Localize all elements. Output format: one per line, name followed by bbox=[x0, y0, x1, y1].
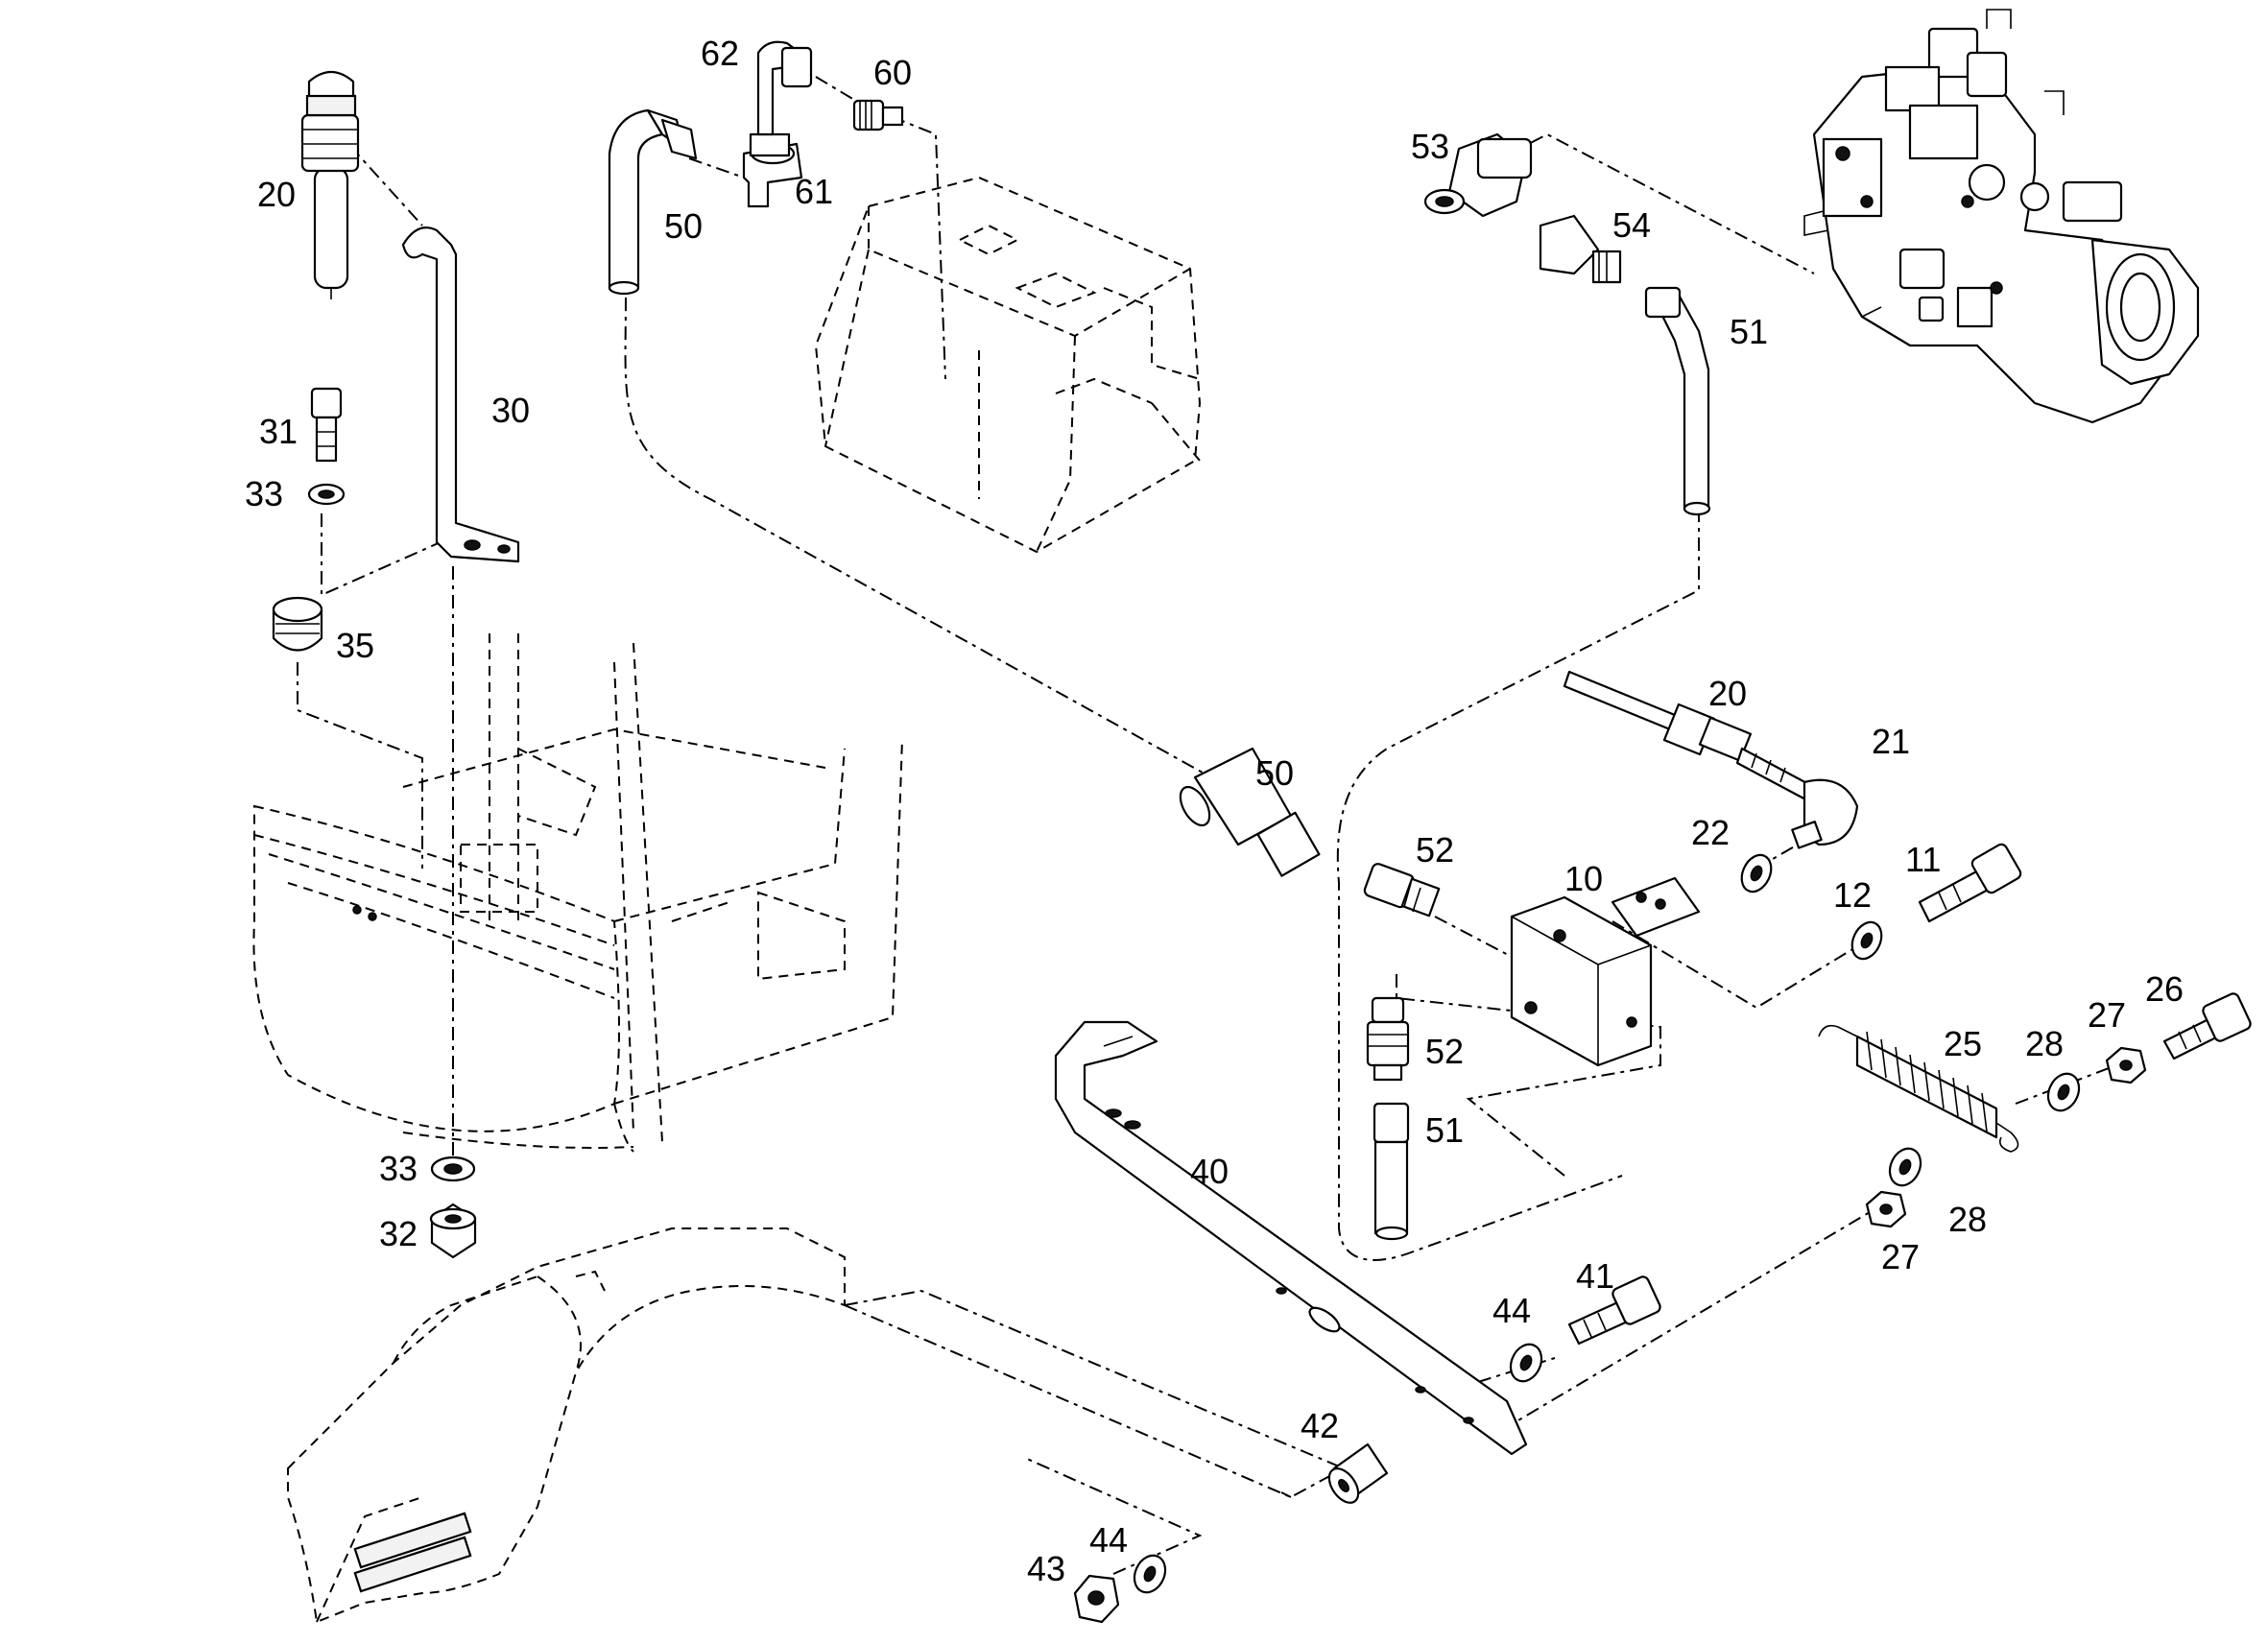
bolt-31 bbox=[310, 387, 343, 463]
callout-43: 43 bbox=[1027, 1549, 1065, 1588]
tee-fitting-61 bbox=[742, 132, 803, 208]
elbow-62 bbox=[756, 40, 813, 136]
nut-27-right bbox=[2105, 1046, 2147, 1084]
washer-44-bottom bbox=[1133, 1554, 1167, 1594]
callout-53: 53 bbox=[1411, 127, 1449, 166]
bolt-26 bbox=[2162, 992, 2252, 1060]
callout-20-top: 20 bbox=[257, 175, 296, 214]
adapter-60 bbox=[852, 99, 904, 131]
hydraulic-tank bbox=[814, 176, 1202, 554]
callout-42: 42 bbox=[1301, 1406, 1339, 1445]
callout-40: 40 bbox=[1190, 1152, 1229, 1191]
callout-52-lower: 52 bbox=[1425, 1032, 1464, 1071]
callout-61: 61 bbox=[795, 172, 833, 211]
callout-51-lower: 51 bbox=[1425, 1110, 1464, 1150]
callout-50-top: 50 bbox=[664, 206, 703, 246]
bolt-41 bbox=[1567, 1275, 1661, 1346]
hose-51-lower bbox=[1373, 1102, 1410, 1241]
nut-32 bbox=[429, 1203, 477, 1259]
bushing-35 bbox=[272, 596, 323, 652]
callout-44-bottom: 44 bbox=[1089, 1520, 1128, 1560]
sleeve-42 bbox=[1327, 1442, 1389, 1504]
callout-50-center: 50 bbox=[1255, 753, 1294, 793]
callout-62: 62 bbox=[701, 34, 739, 73]
callout-labels: 20 30 31 33 35 33 32 62 60 61 50 53 54 5… bbox=[245, 34, 2184, 1588]
callout-33-bottom: 33 bbox=[379, 1149, 418, 1188]
callout-44-right: 44 bbox=[1492, 1291, 1531, 1330]
pump-assembly bbox=[1803, 9, 2200, 424]
callout-35: 35 bbox=[336, 626, 374, 665]
hose-51-upper bbox=[1644, 286, 1711, 516]
washer-44-right bbox=[1509, 1343, 1543, 1383]
callout-27-left: 27 bbox=[1881, 1237, 1920, 1276]
callout-30: 30 bbox=[491, 391, 530, 430]
callout-20-center: 20 bbox=[1708, 674, 1747, 713]
washer-28-left bbox=[1888, 1147, 1922, 1187]
callout-54: 54 bbox=[1612, 205, 1651, 245]
lever-40 bbox=[1054, 1020, 1528, 1456]
callout-41: 41 bbox=[1576, 1256, 1614, 1296]
callout-11: 11 bbox=[1905, 840, 1941, 879]
callout-32: 32 bbox=[379, 1214, 418, 1253]
hose-50-top bbox=[608, 108, 698, 296]
washer-12 bbox=[1850, 920, 1883, 961]
washer-33-top bbox=[307, 483, 346, 506]
spring-25 bbox=[1818, 1024, 2019, 1153]
adapter-52-lower bbox=[1366, 996, 1410, 1082]
callout-33-top: 33 bbox=[245, 474, 283, 513]
sensor-20-top-left bbox=[300, 70, 360, 299]
callout-31: 31 bbox=[259, 412, 298, 451]
callout-51-top: 51 bbox=[1730, 312, 1768, 351]
washer-28-right bbox=[2046, 1072, 2081, 1112]
nut-43 bbox=[1073, 1574, 1120, 1624]
callout-22: 22 bbox=[1691, 813, 1730, 852]
callout-21: 21 bbox=[1872, 722, 1910, 761]
callout-27-right: 27 bbox=[2088, 995, 2126, 1035]
bolt-11 bbox=[1918, 843, 2022, 923]
bracket-30 bbox=[401, 226, 520, 563]
washer-33-bottom bbox=[430, 1156, 476, 1182]
hose-50-center bbox=[1179, 747, 1321, 877]
fitting-54 bbox=[1539, 214, 1622, 284]
callout-28-right: 28 bbox=[2025, 1024, 2064, 1063]
nut-27-left bbox=[1865, 1190, 1907, 1228]
tee-53 bbox=[1423, 132, 1533, 218]
callout-52-center: 52 bbox=[1416, 830, 1454, 870]
callout-26: 26 bbox=[2145, 969, 2184, 1009]
callout-10: 10 bbox=[1564, 859, 1603, 898]
elbow-21 bbox=[1791, 778, 1859, 849]
callout-60: 60 bbox=[873, 53, 912, 92]
adapter-52-center bbox=[1363, 863, 1441, 917]
callout-25: 25 bbox=[1944, 1024, 1982, 1063]
left-frame-housing bbox=[252, 633, 903, 1153]
washer-22 bbox=[1740, 853, 1773, 893]
valve-block-10 bbox=[1510, 876, 1701, 1067]
callout-28-left: 28 bbox=[1948, 1200, 1987, 1239]
callout-12: 12 bbox=[1833, 875, 1872, 915]
lower-platform bbox=[287, 1227, 846, 1624]
sensor-20-cable bbox=[1563, 670, 1816, 803]
